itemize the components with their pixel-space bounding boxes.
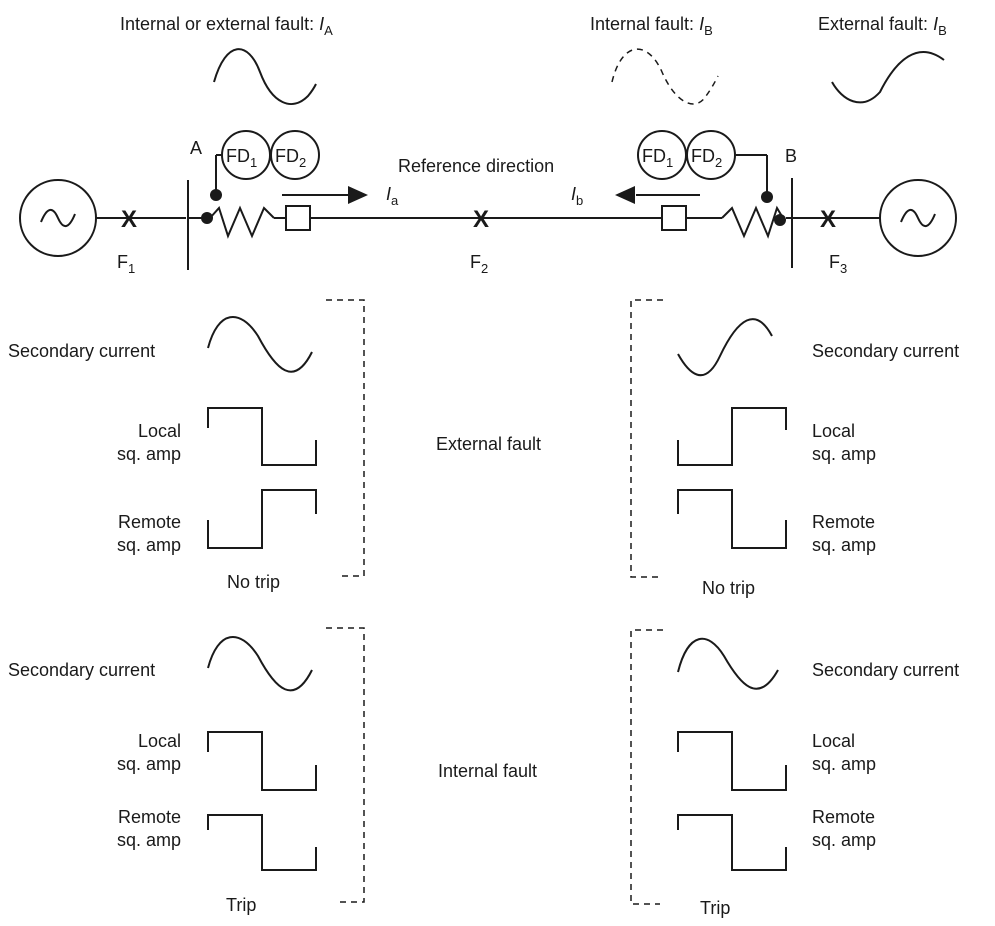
- fault-label-f1: F1: [117, 252, 135, 276]
- fd1-label-b: FD1: [642, 146, 673, 170]
- waveform-ib-internal: [611, 48, 719, 105]
- breaker-a: [285, 205, 311, 231]
- label-external-fault-ib: External fault: IB: [818, 14, 947, 38]
- ct-a-dot: [201, 212, 213, 224]
- int-left-bracket: [326, 627, 365, 903]
- fault-label-f3: F3: [829, 252, 847, 276]
- reference-direction-label: Reference direction: [398, 156, 554, 176]
- ext-left-secondary-current-label: Secondary current: [8, 341, 155, 361]
- int-left-secondary-waveform: [207, 636, 313, 692]
- arrow-ib-head: [615, 186, 635, 204]
- fd2-relay-b: [686, 130, 736, 180]
- int-right-local-label-1: Local: [812, 731, 855, 751]
- ext-left-remote-square-wave: [207, 489, 317, 549]
- int-right-bracket: [630, 629, 663, 905]
- breaker-b: [661, 205, 687, 231]
- ext-right-remote-label-1: Remote: [812, 512, 875, 532]
- fd2-label-a: FD2: [275, 146, 306, 170]
- label-internal-fault-ib: Internal fault: IB: [590, 14, 713, 38]
- int-right-secondary-current-label: Secondary current: [812, 660, 959, 680]
- int-left-result: Trip: [226, 895, 256, 915]
- ext-right-result: No trip: [702, 578, 755, 598]
- label-internal-or-external-fault: Internal or external fault: IA: [120, 14, 333, 38]
- current-ia-label: Ia: [386, 184, 399, 208]
- ext-left-bracket: [326, 299, 365, 577]
- internal-fault-title: Internal fault: [438, 761, 537, 781]
- int-right-remote-label-1: Remote: [812, 807, 875, 827]
- fault-x-f2: X: [473, 206, 489, 233]
- fault-x-f1: X: [121, 206, 137, 233]
- ext-left-local-label-2: sq. amp: [117, 444, 181, 464]
- ext-left-secondary-waveform: [207, 316, 313, 373]
- fd2-label-b: FD2: [691, 146, 722, 170]
- ext-right-secondary-current-label: Secondary current: [812, 341, 959, 361]
- int-left-remote-square-wave: [207, 814, 317, 871]
- ct-b-dot: [774, 214, 786, 226]
- int-left-local-label-1: Local: [138, 731, 181, 751]
- ext-left-local-square-wave: [207, 407, 317, 466]
- ext-right-local-label-2: sq. amp: [812, 444, 876, 464]
- ext-right-remote-label-2: sq. amp: [812, 535, 876, 555]
- int-left-remote-label-2: sq. amp: [117, 830, 181, 850]
- ext-right-local-label-1: Local: [812, 421, 855, 441]
- waveform-ia: [213, 48, 317, 105]
- int-right-remote-square-wave: [677, 814, 787, 871]
- ext-left-local-label-1: Local: [138, 421, 181, 441]
- int-right-secondary-waveform: [677, 637, 779, 690]
- ext-left-result: No trip: [227, 572, 280, 592]
- ext-left-remote-label-2: sq. amp: [117, 535, 181, 555]
- int-left-secondary-current-label: Secondary current: [8, 660, 155, 680]
- fault-label-f2: F2: [470, 252, 488, 276]
- fd1-label-a: FD1: [226, 146, 257, 170]
- waveform-ib-external: [831, 51, 945, 104]
- int-right-local-label-2: sq. amp: [812, 754, 876, 774]
- ext-right-remote-square-wave: [677, 489, 787, 549]
- fault-x-f3: X: [820, 206, 836, 233]
- ext-right-local-square-wave: [677, 407, 787, 466]
- source-left-sine-icon: [40, 209, 76, 227]
- int-right-result: Trip: [700, 898, 730, 918]
- fd2-relay-a: [270, 130, 320, 180]
- source-right-sine-icon: [900, 209, 936, 227]
- bus-b-label: B: [785, 146, 797, 166]
- int-left-local-label-2: sq. amp: [117, 754, 181, 774]
- ct-a-coil: [209, 205, 275, 239]
- ext-left-remote-label-1: Remote: [118, 512, 181, 532]
- int-left-remote-label-1: Remote: [118, 807, 181, 827]
- current-ib-label: Ib: [571, 184, 583, 208]
- source-right: [879, 179, 957, 257]
- ext-right-secondary-waveform: [677, 318, 773, 377]
- external-fault-title: External fault: [436, 434, 541, 454]
- ct-b-coil: [721, 205, 784, 239]
- bus-a-label: A: [190, 138, 202, 158]
- arrow-ia-head: [348, 186, 368, 204]
- int-right-local-square-wave: [677, 731, 787, 791]
- int-left-local-square-wave: [207, 731, 317, 791]
- int-right-remote-label-2: sq. amp: [812, 830, 876, 850]
- ext-right-bracket: [630, 299, 663, 578]
